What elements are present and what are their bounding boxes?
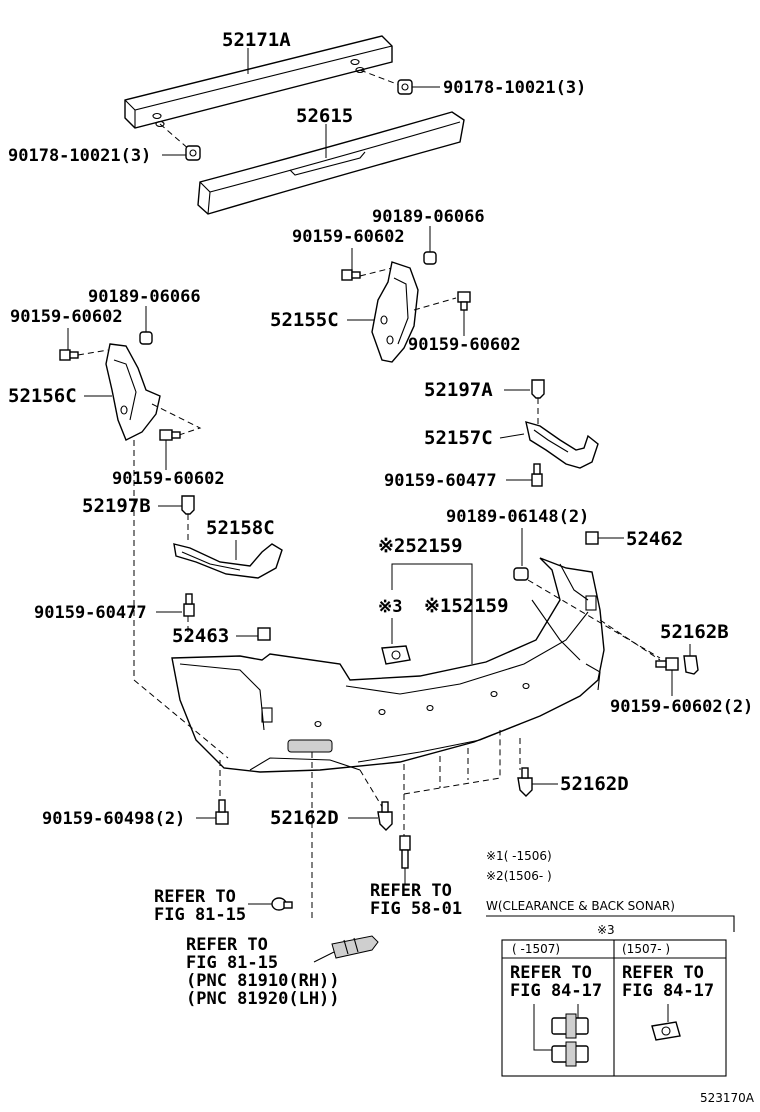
- note-1: ※1( -1506): [486, 849, 552, 863]
- clip-center-dashline: [359, 769, 385, 811]
- cap-right-icon: [683, 655, 699, 675]
- sonar-sensor-new-icon: [651, 1004, 681, 1041]
- clip-lower-center-label: 52162D: [270, 807, 339, 829]
- lh-bracket-label: 52156C: [8, 385, 77, 407]
- lh-bolt-top-label: 90159-60602: [10, 307, 123, 327]
- note-2: ※2(1506- ): [486, 869, 552, 883]
- cover-2-leader: [391, 563, 473, 664]
- sonar-sensor-old-icon: [533, 1004, 589, 1067]
- lower-screw-left-label: 90159-60498(2): [42, 809, 185, 829]
- pad-right-icon: [585, 531, 599, 545]
- lh-clip-top-icon: [139, 331, 153, 345]
- rh-bracket-label: 52155C: [270, 309, 339, 331]
- lh-side-clip-icon: [181, 495, 195, 515]
- lh-clip-top-label: 90189-06066: [88, 287, 201, 307]
- lh-side-retainer-label: 52158C: [206, 517, 275, 539]
- sonar-table-title: W(CLEARANCE & BACK SONAR): [486, 899, 675, 913]
- cover-1-label: ※152159: [424, 595, 509, 617]
- nut-right-label: 90178-10021(3): [443, 78, 586, 98]
- diagram-code: 523170A: [700, 1091, 755, 1105]
- lh-mount-dashline: [133, 440, 229, 759]
- lh-side-retainer-part: [173, 543, 283, 579]
- lh-side-clip-label: 52197B: [82, 495, 151, 517]
- rh-bolt-top-icon: [341, 269, 361, 281]
- rh-side-retainer-label: 52157C: [424, 427, 493, 449]
- nut-right-icon: [397, 79, 413, 95]
- sonar-col2-line2: FIG 84-17: [622, 981, 714, 1001]
- ref-8115b-line3: (PNC 81910(RH)): [186, 971, 340, 991]
- rh-side-retainer-leader: [499, 433, 525, 439]
- sonar-bracket-icon: [381, 645, 411, 665]
- ref-8115a-line2: FIG 81-15: [154, 905, 246, 925]
- rh-bolt-right-icon: [457, 291, 471, 311]
- reflector-part: [331, 935, 379, 959]
- ref-581-screw-icon: [399, 835, 411, 869]
- rh-clip-top-icon: [423, 251, 437, 265]
- rh-side-retainer-part: [525, 421, 599, 469]
- rh-side-screw-label: 90159-60477: [384, 471, 497, 491]
- screw-right-dashline: [599, 619, 661, 661]
- rh-bolt-top-dashline: [359, 267, 393, 277]
- ref-8115a-line1: REFER TO: [154, 887, 236, 907]
- clip-lower-right-icon: [517, 767, 533, 797]
- lh-bracket-part: [105, 343, 161, 441]
- cover-2-label: ※252159: [378, 535, 463, 557]
- marker-3-label: ※3: [378, 597, 402, 617]
- sonar-col1-line1: REFER TO: [510, 963, 592, 983]
- ref-581-line1: REFER TO: [370, 881, 452, 901]
- sonar-table-marker: ※3: [597, 923, 615, 937]
- cap-right-label: 52162B: [660, 621, 729, 643]
- bumper-clip-right-label: 90189-06148(2): [446, 507, 589, 527]
- nut-left-icon: [185, 145, 201, 161]
- rh-bolt-right-dashline: [413, 297, 457, 311]
- absorber-part: [197, 111, 465, 215]
- bumper-clip-right-icon: [513, 567, 529, 581]
- pad-left-icon: [257, 627, 271, 641]
- clip-group-dashline: [403, 730, 501, 795]
- ref-8115a-bolt-icon: [271, 897, 293, 911]
- pad-right-label: 52462: [626, 528, 683, 550]
- ref-8115b-leader: [313, 951, 335, 963]
- sonar-col1-header: ( -1507): [512, 942, 560, 956]
- reinforcement-part: [124, 35, 393, 129]
- bumper-clip-right-dashline: [527, 579, 661, 659]
- sonar-table: [501, 939, 727, 1077]
- ref-581-line2: FIG 58-01: [370, 899, 462, 919]
- rh-bolt-top-label: 90159-60602: [292, 227, 405, 247]
- ref-8115b-line2: FIG 81-15: [186, 953, 278, 973]
- rh-side-screw-icon: [531, 463, 543, 487]
- clip-lower-right-label: 52162D: [560, 773, 629, 795]
- ref-8115b-line4: (PNC 81920(LH)): [186, 989, 340, 1009]
- bumper-cover-part: [171, 557, 605, 773]
- absorber-label: 52615: [296, 105, 353, 127]
- lower-screw-left-icon: [215, 799, 229, 825]
- sonar-col2-header: (1507- ): [622, 942, 670, 956]
- ref-8115b-line1: REFER TO: [186, 935, 268, 955]
- sonar-col1-line2: FIG 84-17: [510, 981, 602, 1001]
- rh-clip-top-label: 90189-06066: [372, 207, 485, 227]
- sonar-col2-line1: REFER TO: [622, 963, 704, 983]
- lh-side-screw-label: 90159-60477: [34, 603, 147, 623]
- rh-bracket-part: [371, 261, 419, 363]
- lh-bolt-bottom-icon: [159, 429, 181, 441]
- rh-bolt-right-label: 90159-60602: [408, 335, 521, 355]
- lh-bolt-top-icon: [59, 349, 79, 361]
- screw-right-label: 90159-60602(2): [610, 697, 753, 717]
- sonar-table-bracket: [486, 915, 735, 932]
- clip-lower-center-icon: [377, 801, 393, 831]
- lh-bolt-bottom-label: 90159-60602: [112, 469, 225, 489]
- pad-left-label: 52463: [172, 625, 229, 647]
- lh-bolt-top-dashline: [77, 349, 109, 356]
- rh-side-clip-label: 52197A: [424, 379, 493, 401]
- lh-bolt-bottom-dashline: [151, 403, 202, 437]
- lh-side-screw-icon: [183, 593, 195, 617]
- nut-left-label: 90178-10021(3): [8, 146, 151, 166]
- nut-left-dashline: [159, 123, 191, 151]
- rh-side-clip-icon: [531, 379, 545, 399]
- reinforcement-label: 52171A: [222, 29, 291, 51]
- nut-right-dashline: [359, 69, 403, 87]
